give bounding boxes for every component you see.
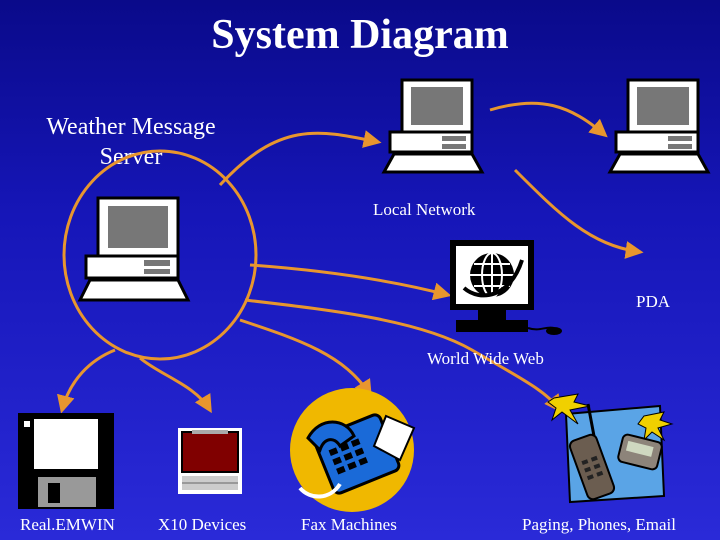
floppy-disk-icon — [18, 413, 114, 509]
world-wide-web-label: World Wide Web — [427, 349, 544, 368]
connector-network-peer — [489, 101, 608, 138]
pda-label: PDA — [636, 292, 671, 311]
fax-machines-label: Fax Machines — [301, 515, 397, 534]
computer-icon — [77, 196, 191, 302]
local-network-label: Local Network — [373, 200, 476, 219]
fax-machine-icon — [290, 388, 416, 512]
connector-paging — [244, 298, 563, 413]
x10-device-icon — [178, 428, 242, 494]
computer-icon — [381, 78, 485, 174]
paging-label: Paging, Phones, Email — [522, 515, 676, 534]
server-label-line1: Weather Message — [46, 114, 216, 140]
connector-pda — [513, 168, 644, 259]
page-title: System Diagram — [211, 12, 509, 58]
realemwin-label: Real.EMWIN — [20, 515, 115, 534]
connector-realemwin — [57, 348, 116, 414]
connector-local-network — [218, 130, 382, 187]
server-ellipse — [62, 149, 258, 361]
x10-devices-label: X10 Devices — [158, 515, 247, 534]
connector-fax — [239, 318, 372, 399]
connector-x10 — [139, 356, 212, 414]
pager-phone-icon — [547, 393, 674, 504]
server-label: Weather Message Server — [26, 112, 236, 172]
connector-www — [249, 263, 452, 301]
computer-icon — [607, 78, 711, 174]
globe-monitor-icon — [450, 240, 562, 335]
